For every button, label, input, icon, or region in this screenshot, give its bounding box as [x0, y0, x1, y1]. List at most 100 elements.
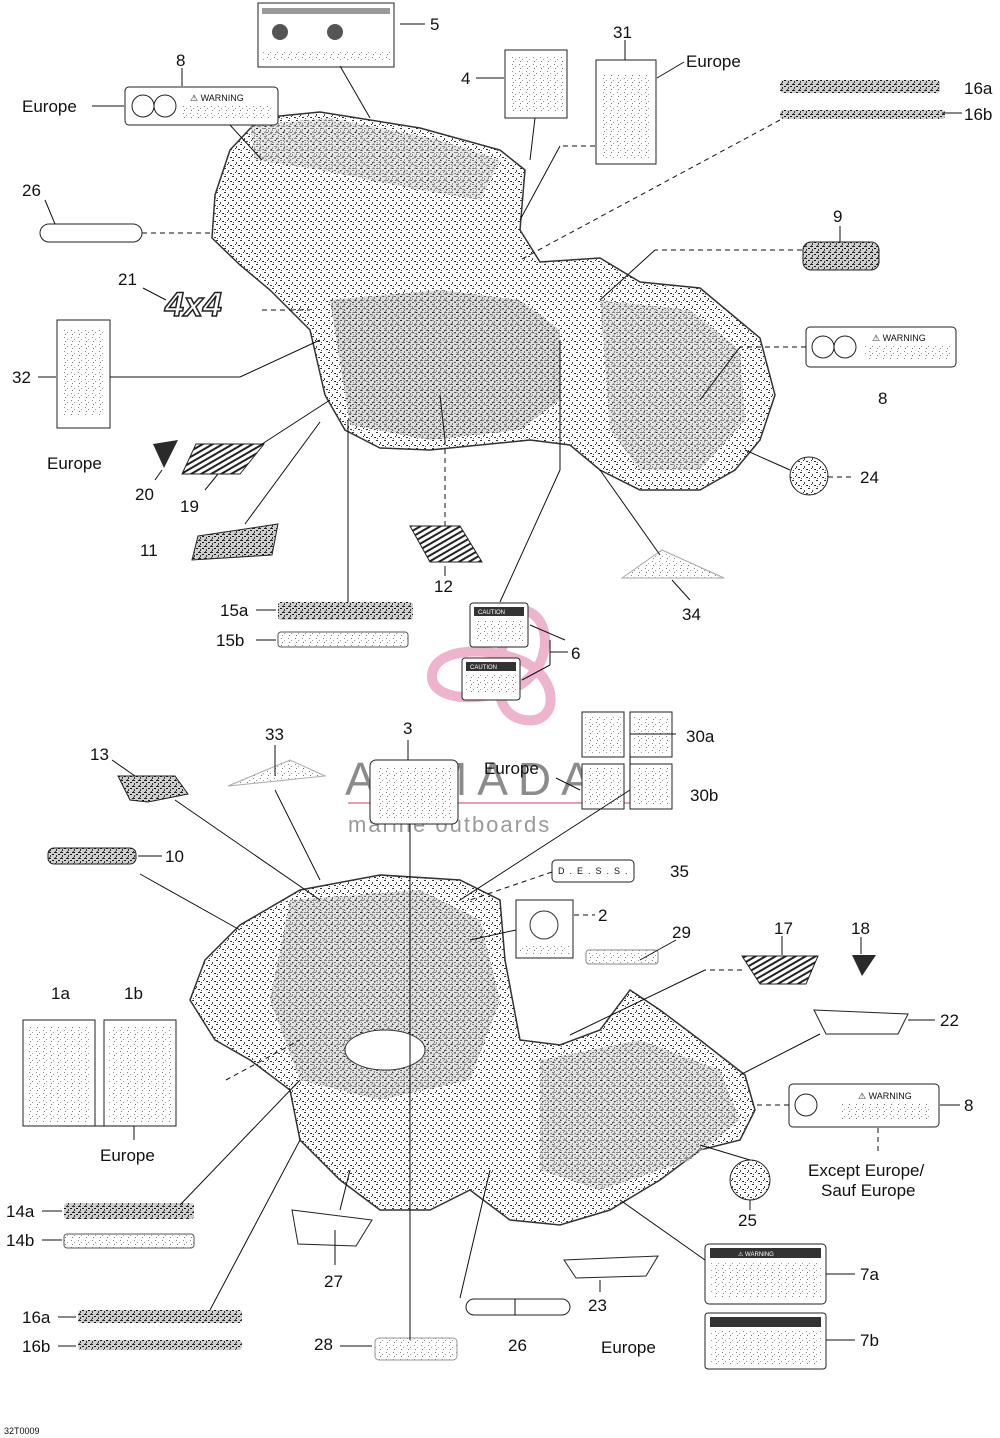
- callout-12: 12: [434, 577, 453, 596]
- decal-13: [117, 775, 189, 803]
- region-except-europe-1: Except Europe/: [808, 1161, 925, 1180]
- callout-15b: 15b: [216, 631, 244, 650]
- decal-29: [585, 949, 659, 965]
- decal-15b: [277, 631, 409, 648]
- callout-6: 6: [571, 644, 580, 663]
- decal-31: [595, 59, 657, 165]
- decal-26-top: [39, 223, 143, 243]
- callout-18: 18: [851, 919, 870, 938]
- region-europe-bottom: Europe: [601, 1338, 656, 1357]
- decal-19: [181, 443, 266, 475]
- callout-25: 25: [738, 1211, 757, 1230]
- decal-24: [789, 456, 829, 496]
- decal-35: D.E.S.S.: [551, 859, 635, 883]
- decal-16a-top: [780, 80, 940, 93]
- decal-32: [56, 319, 111, 429]
- decal-26-bot: [465, 1298, 571, 1316]
- region-europe-31: Europe: [686, 52, 741, 71]
- callout-35: 35: [670, 862, 689, 881]
- callout-30a: 30a: [686, 727, 715, 746]
- decal-8-bot: ⚠ WARNING: [788, 1083, 940, 1128]
- decal-4: [504, 49, 568, 119]
- region-notes: Europe Europe Europe Europe Europe Europ…: [22, 52, 925, 1357]
- region-europe-1: Europe: [100, 1146, 155, 1165]
- region-europe-8: Europe: [22, 97, 77, 116]
- callout-8-bot: 8: [964, 1096, 973, 1115]
- callout-11: 11: [140, 541, 158, 560]
- decal-30a: [581, 711, 673, 758]
- callout-29: 29: [672, 923, 691, 942]
- callout-20: 20: [135, 485, 154, 504]
- decal-34: [620, 549, 725, 579]
- callout-31: 31: [613, 23, 632, 42]
- decal-15a: [278, 602, 413, 620]
- callout-28: 28: [314, 1335, 333, 1354]
- decal-8-mid: ⚠ WARNING: [805, 326, 957, 368]
- callout-4: 4: [461, 69, 470, 88]
- decal-25: [729, 1159, 771, 1201]
- callout-23: 23: [588, 1296, 607, 1315]
- decal-16b-top: [780, 110, 945, 119]
- callout-24: 24: [860, 468, 879, 487]
- decal-10: [47, 847, 137, 865]
- vehicle-top: [211, 111, 776, 491]
- decal-8-top-warning: ⚠ WARNING: [190, 93, 244, 103]
- decal-1a: [22, 1019, 96, 1127]
- callout-33: 33: [265, 725, 284, 744]
- decal-7a: ⚠ WARNING: [704, 1243, 827, 1305]
- callout-16a-top: 16a: [964, 79, 993, 98]
- decal-27: [291, 1209, 373, 1247]
- region-europe-30: Europe: [484, 759, 539, 778]
- callout-14b: 14b: [6, 1231, 34, 1250]
- decal-21-text: 4x4: [164, 286, 222, 324]
- decal-8-bot-warning: ⚠ WARNING: [858, 1091, 912, 1101]
- callout-26-bot: 26: [508, 1336, 527, 1355]
- callout-8-mid: 8: [878, 389, 887, 408]
- decal-11: [191, 523, 279, 561]
- callout-16a-bot: 16a: [22, 1308, 51, 1327]
- leader-lines: [38, 23, 962, 1347]
- callout-13: 13: [90, 745, 109, 764]
- decal-12: [409, 525, 483, 563]
- callout-17: 17: [774, 919, 793, 938]
- callout-1b: 1b: [124, 984, 143, 1003]
- callout-30b: 30b: [690, 786, 718, 805]
- decal-14b: [63, 1233, 195, 1249]
- callout-19: 19: [180, 497, 199, 516]
- callout-27: 27: [324, 1272, 343, 1291]
- callout-8-top: 8: [176, 51, 185, 70]
- decal-21: 4x4: [163, 285, 222, 325]
- decal-33: [227, 759, 327, 787]
- decal-20: [153, 440, 178, 468]
- decal-30b: [581, 763, 673, 810]
- callout-9: 9: [833, 207, 842, 226]
- callouts: 5 8 4 31 16a 16b 26 9 21 32 8 24 20 19 1…: [6, 15, 993, 1356]
- callout-7a: 7a: [860, 1265, 879, 1284]
- decal-1b: [103, 1019, 177, 1127]
- decal-23: [563, 1255, 659, 1279]
- decal-14a: [64, 1203, 194, 1219]
- callout-26-top: 26: [22, 181, 41, 200]
- decal-7a-warning: ⚠ WARNING: [738, 1251, 774, 1258]
- callout-16b-bot: 16b: [22, 1337, 50, 1356]
- decal-8-top: ⚠ WARNING: [124, 86, 279, 126]
- decal-8-mid-warning: ⚠ WARNING: [872, 333, 926, 343]
- decal-35-text: D.E.S.S.: [558, 866, 633, 876]
- callout-21: 21: [118, 270, 137, 289]
- figure-code: 32T0009: [4, 1426, 40, 1436]
- callout-34: 34: [682, 605, 701, 624]
- decal-17: [741, 955, 819, 985]
- decal-18: [852, 955, 876, 976]
- decal-16a-bot: [78, 1310, 242, 1323]
- vehicle-bottom: [189, 874, 756, 1226]
- decal-28: [374, 1337, 458, 1361]
- callout-1a: 1a: [51, 984, 70, 1003]
- decal-6-upper-caution: CAUTION: [478, 610, 505, 616]
- decal-6-lower-caution: CAUTION: [470, 665, 497, 671]
- callout-3: 3: [403, 719, 412, 738]
- callout-5: 5: [430, 15, 439, 34]
- decal-5: [257, 2, 395, 68]
- decal-3: [369, 759, 459, 825]
- decal-16b-bot: [78, 1340, 242, 1350]
